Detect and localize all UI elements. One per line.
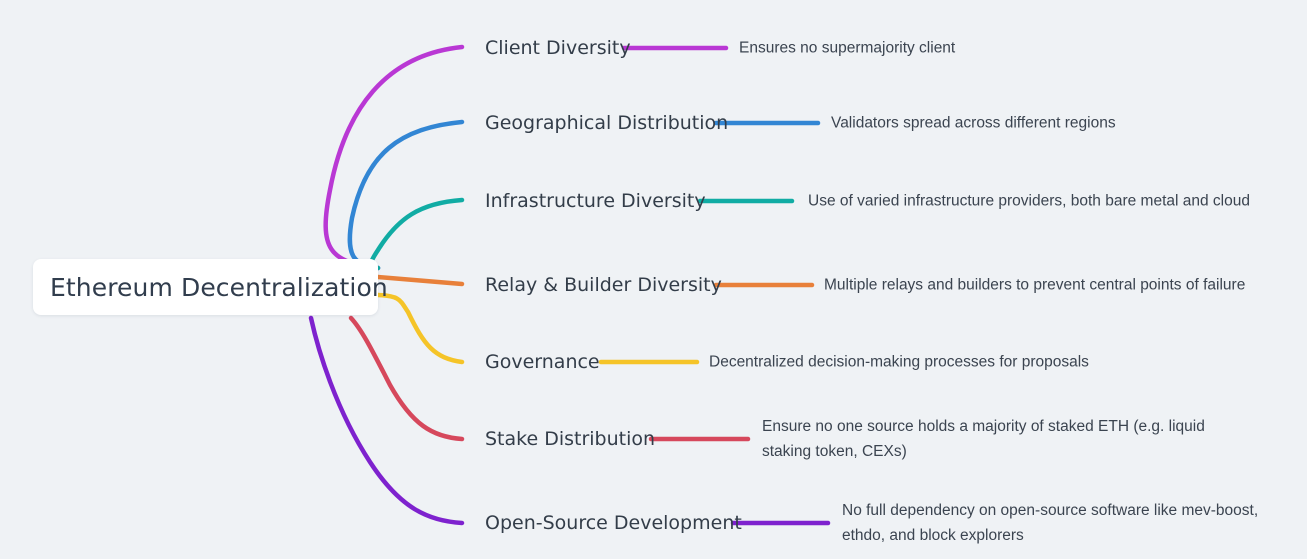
branch-label-relay-builder-diversity[interactable]: Relay & Builder Diversity (485, 274, 722, 296)
leaf-connector-group (598, 45, 831, 526)
leaf-description-client-diversity: Ensures no supermajority client (739, 39, 956, 57)
branch-curve-client-diversity (323, 44, 465, 271)
leaf-description-geographical-distribution: Validators spread across different regio… (831, 114, 1116, 132)
root-node-label: Ethereum Decentralization (50, 272, 388, 302)
branch-curve-governance (375, 292, 465, 365)
branch-label-open-source-development[interactable]: Open-Source Development (485, 512, 742, 534)
leaf-description-stake-distribution: Ensure no one source holds a majority of… (762, 418, 1205, 460)
branch-label-client-diversity[interactable]: Client Diversity (485, 37, 631, 59)
branch-label-infrastructure-diversity[interactable]: Infrastructure Diversity (485, 190, 706, 212)
branch-label-governance[interactable]: Governance (485, 351, 600, 373)
leaf-description-governance: Decentralized decision-making processes … (709, 353, 1089, 371)
root-node[interactable]: Ethereum Decentralization (33, 259, 388, 315)
branch-curve-relay-builder-diversity (375, 274, 465, 287)
branch-curve-open-source-development (308, 315, 465, 526)
branch-label-stake-distribution[interactable]: Stake Distribution (485, 428, 656, 450)
leaf-description-infrastructure-diversity: Use of varied infrastructure providers, … (808, 192, 1250, 210)
branch-curve-infrastructure-diversity (369, 197, 465, 271)
branch-label-geographical-distribution[interactable]: Geographical Distribution (485, 112, 729, 134)
leaf-description-open-source-development: No full dependency on open-source softwa… (842, 502, 1259, 544)
branch-curve-geographical-distribution (347, 119, 465, 271)
branch-curve-stake-distribution (348, 315, 465, 442)
leaf-description-relay-builder-diversity: Multiple relays and builders to prevent … (824, 276, 1246, 294)
